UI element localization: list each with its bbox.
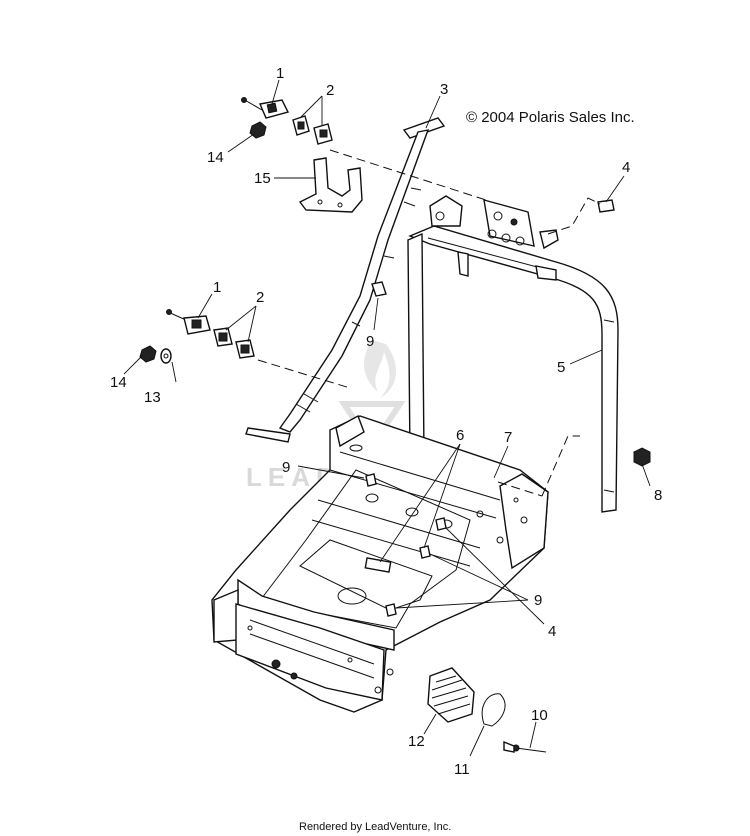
callout-1-upper: 1 [276,65,284,82]
callout-2-upper: 2 [326,82,334,99]
dashed-line-bolt-7 [497,481,543,497]
washer-part-13 [160,348,172,364]
callout-5: 5 [557,359,565,376]
callout-11: 11 [454,761,470,778]
callout-2-lower: 2 [256,289,264,306]
callouts: 1 2 3 4 14 15 9 5 1 2 14 13 6 7 9 8 9 4 … [110,65,662,778]
nut-part-8 [633,447,651,467]
copyright-text: © 2004 Polaris Sales Inc. [466,109,635,126]
callout-15: 15 [254,170,271,187]
callout-7: 7 [504,429,512,446]
callout-10: 10 [531,707,548,724]
steering-post-part-3 [245,117,446,443]
callout-3: 3 [440,81,448,98]
callout-8: 8 [654,487,662,504]
callout-1-lower: 1 [213,279,221,296]
dashed-line-post-lower [257,359,351,389]
callout-9-lower: 9 [534,592,542,609]
callout-6: 6 [456,427,464,444]
pin-part-10 [503,740,547,753]
callout-4-lower: 4 [548,623,556,640]
callout-13: 13 [144,389,161,406]
callout-14-upper: 14 [207,149,224,166]
dashed-line-frame-8 [541,435,580,497]
leader-lines [123,79,651,757]
lower-clamp-group [139,309,255,364]
nut-part-14-lower [139,345,157,363]
callout-9-frame: 9 [366,333,374,350]
fastener-part-9-b [419,545,431,559]
seat-frame-part-5 [407,195,619,513]
fastener-part-9-c [385,603,397,617]
callout-12: 12 [408,733,425,750]
dashed-line-bolt-4 [547,197,601,235]
callout-9-chassis: 9 [282,459,290,476]
bracket-part-15 [298,157,363,213]
clamp-part-11 [481,693,506,727]
intake-boot-part-12 [427,667,475,723]
watermark-flame-icon [364,340,397,398]
footer-text: Rendered by LeadVenture, Inc. [299,821,451,833]
callout-14-lower: 14 [110,374,127,391]
bolt-part-4-lower [435,517,447,531]
chassis-frame [211,414,549,713]
fastener-part-9-a [365,473,377,487]
callout-4-upper: 4 [622,159,630,176]
fastener-part-9-upper [371,281,387,297]
